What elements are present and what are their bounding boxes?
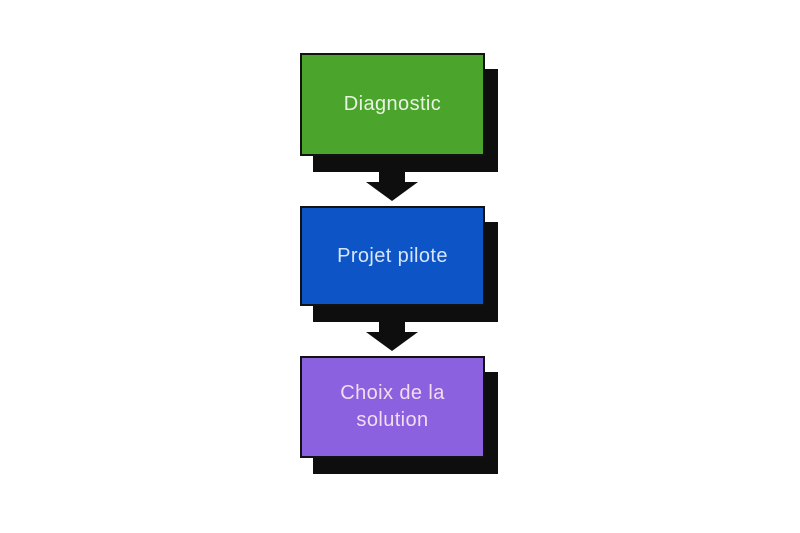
flowchart-step-projet-pilote: Projet pilote [300, 206, 498, 322]
step-box-projet-pilote: Projet pilote [300, 206, 485, 306]
step-label: Diagnostic [343, 93, 442, 115]
flowchart-step-diagnostic: Diagnostic [300, 53, 498, 172]
flowchart-step-choix-solution: Choix de la solution [300, 356, 498, 474]
step-label: Projet pilote [337, 244, 448, 267]
step-box-choix-solution: Choix de la solution [300, 356, 485, 458]
step-label: Choix de la solution [340, 382, 445, 431]
down-arrow-icon [366, 169, 418, 201]
down-arrow-icon [366, 319, 418, 351]
step-box-diagnostic: Diagnostic [300, 53, 485, 156]
